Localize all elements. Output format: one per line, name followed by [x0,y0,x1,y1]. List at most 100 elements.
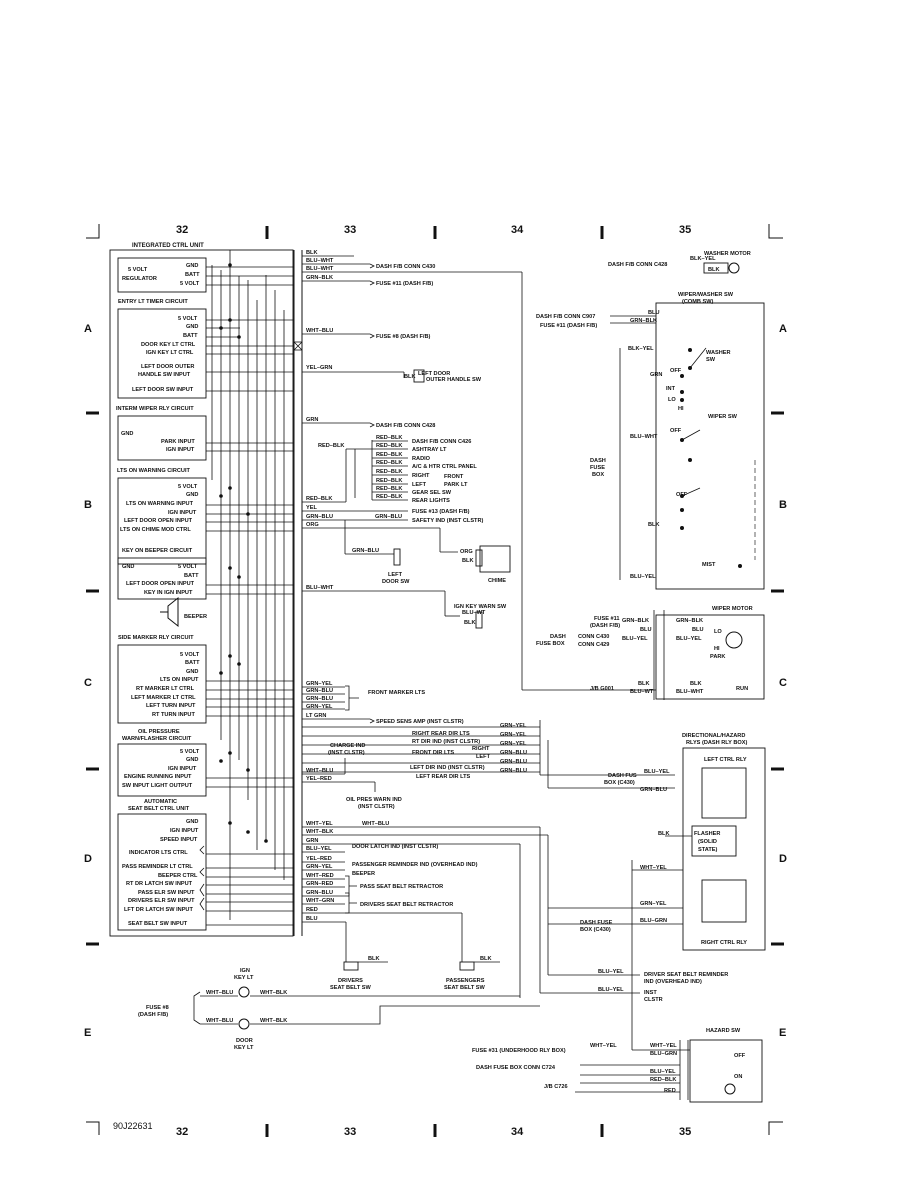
wiper-blu: BLU [648,310,660,316]
chime-box [479,545,511,573]
figure-id: 90J22631 [113,1121,153,1131]
pos-off-2: OFF [670,428,682,434]
dest-radio: RADIO [412,456,431,462]
wm-c430: CONN C430 [578,634,609,640]
svg-text:AUTOMATIC: AUTOMATIC [144,799,177,805]
svg-text:SW INPUT LIGHT OUTPUT: SW INPUT LIGHT OUTPUT [122,783,193,789]
svg-text:BATT: BATT [185,660,200,666]
seatbelt-braces [199,845,205,911]
wire-label-grn-yel-2: GRN–YEL [306,704,333,710]
lbl-grn-yel-dir2: GRN–YEL [500,732,527,738]
dest-fuse8: FUSE #8 (DASH F/B) [376,334,431,340]
wm-run: RUN [736,686,748,692]
hazard-sw-box [689,1039,763,1103]
col-label-32-top: 32 [176,224,188,236]
wiper-sw-contacts [680,347,742,568]
svg-text:LTS ON INPUT: LTS ON INPUT [160,677,199,683]
pass-retractor-brace [345,875,357,897]
wire-label-wht-grn: WHT–GRN [306,898,334,904]
ign-key-warn-connector [475,611,483,629]
wire-label-grn-yel-3: GRN–YEL [306,864,333,870]
haz-grn-blu: GRN–BLU [640,787,667,793]
wm-dash-2: FUSE BOX [536,641,565,647]
dest-fuse13: FUSE #13 (DASH F/B) [412,509,470,515]
connector-strip [293,250,303,936]
svg-text:SIDE MARKER RLY CIRCUIT: SIDE MARKER RLY CIRCUIT [118,635,194,641]
wire-label-wht-red: WHT–RED [306,873,334,879]
wire-label-red-blk-main: RED–BLK [318,443,344,449]
passengers-sw-body [459,961,475,971]
svg-text:LEFT DOOR OUTER: LEFT DOOR OUTER [141,364,194,370]
wm-jb-g001: J/B G001 [590,686,614,692]
flasher-1: FLASHER [694,831,720,837]
dest-rear-lights: REAR LIGHTS [412,498,450,504]
corner-mark-top-left [86,224,100,239]
wire-label-blu-wht-1: BLU–WHT [306,258,334,264]
wiper-blk-2: BLK [648,522,660,528]
svg-text:PASS REMINDER LT CTRL: PASS REMINDER LT CTRL [122,864,193,870]
dest-left-dir-ind: LEFT DIR IND (INST CLSTR) [410,765,485,771]
row-label-c-left: C [84,677,92,689]
washer-motor-connector [703,262,729,274]
wm-hi: HI [714,646,720,652]
svg-text:IGN INPUT: IGN INPUT [170,828,199,834]
dest-oil-pres-2: (INST CLSTR) [358,804,395,810]
row-label-d-right: D [779,853,787,865]
arrow-fuse8 [369,333,375,339]
arrow-speed-sens [369,718,375,724]
svg-text:5 VOLT: 5 VOLT [178,484,198,490]
pos-lo: LO [668,397,676,403]
col-label-33-bottom: 33 [344,1126,356,1138]
dest-c426: DASH F/B CONN C426 [412,439,471,445]
drivers-sw-blk: BLK [368,956,380,962]
wm-blu: BLU [640,627,652,633]
dash-fuse-box-1: DASH [590,458,606,464]
hz-blu-yel: BLU–YEL [650,1069,676,1075]
svg-text:BEEPER CTRL: BEEPER CTRL [158,873,198,879]
c724: DASH FUSE BOX CONN C724 [476,1065,556,1071]
svg-text:5 VOLT: 5 VOLT [178,564,198,570]
col-label-34-bottom: 34 [511,1126,524,1138]
hazard-sw-lamp [724,1083,736,1095]
dest-right-rear-dir: RIGHT REAR DIR LTS [412,731,470,737]
lts-on-warning-module: LTS ON WARNING CIRCUIT 5 VOLT GND LTS ON… [117,468,207,565]
svg-text:LEFT TURN INPUT: LEFT TURN INPUT [146,703,196,709]
hz-wht-yel-2: WHT–YEL [650,1043,677,1049]
dash-fus-c430-1: DASH FUS [608,773,637,779]
svg-text:5 VOLT: 5 VOLT [128,267,148,273]
wire-label-grn: GRN [306,417,318,423]
dest-left-door-sw-2: DOOR SW [382,579,410,585]
svg-text:REGULATOR: REGULATOR [122,276,157,282]
wire-label-red: RED [306,907,318,913]
key-on-beeper-module: KEY ON BEEPER CIRCUIT GND 5 VOLT BATT LE… [117,548,207,628]
svg-text:GND: GND [186,819,198,825]
wire-label-blk-ign: BLK [464,620,476,626]
dest-front-dir: FRONT DIR LTS [412,750,454,756]
wire-label-yel: YEL [306,505,317,511]
beeper-icon [160,596,179,628]
dest-chime: CHIME [488,578,506,584]
dest-left: LEFT [412,482,427,488]
dest-ign-key-warn: IGN KEY WARN SW [454,604,507,610]
door-key-wht-blu: WHT–BLU [206,1018,233,1024]
entry-timer-module: ENTRY LT TIMER CIRCUIT 5 VOLT GND BATT D… [117,299,207,399]
red-blk-fanout [371,440,408,501]
haz-blu-yel: BLU–YEL [644,769,670,775]
wm-blu-yel-2: BLU–YEL [676,636,702,642]
svg-text:LFT DR LATCH SW INPUT: LFT DR LATCH SW INPUT [124,907,193,913]
dest-dash-c428: DASH F/B CONN C428 [376,423,435,429]
svg-text:5 VOLT: 5 VOLT [180,281,200,287]
svg-text:LTS ON WARNING INPUT: LTS ON WARNING INPUT [126,501,194,507]
lbl-grn-blu-dir4: GRN–BLU [500,750,527,756]
dest-left-door-outer-2: OUTER HANDLE SW [426,377,482,383]
dest-right-label: RIGHT [472,746,490,752]
svg-text:LTS ON CHIME MOD CTRL: LTS ON CHIME MOD CTRL [120,527,191,533]
left-ctrl-rly: LEFT CTRL RLY [704,757,747,763]
flasher-2: (SOLID [698,839,717,845]
dash-fus-c430-2: BOX (C430) [604,780,635,786]
svg-text:KEY ON BEEPER CIRCUIT: KEY ON BEEPER CIRCUIT [122,548,193,554]
red-blk-5: RED–BLK [376,469,402,475]
washer-sw-2: SW [706,357,716,363]
wiper-sw-label: WIPER SW [708,414,738,420]
hz-red-blk: RED–BLK [650,1077,676,1083]
